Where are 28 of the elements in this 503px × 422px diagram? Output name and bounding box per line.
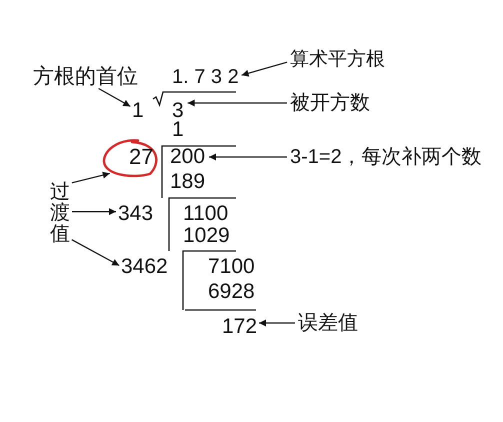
dividend-number: 1100 <box>183 203 228 224</box>
divisor-number: 343 <box>118 203 154 224</box>
arrow <box>72 239 120 266</box>
radicand-number: 3 <box>172 100 184 121</box>
number-label: 27 <box>129 146 154 168</box>
annotation-label: 算术平方根 <box>290 50 385 69</box>
annotation-label: 误差值 <box>298 313 358 333</box>
subtrahend-number: 1 <box>172 119 184 140</box>
remainder-number: 172 <box>222 316 258 337</box>
annotation-label: 3-1=2，每次补两个数 <box>290 147 482 167</box>
arrow <box>188 100 287 106</box>
subtrahend-number: 6928 <box>208 281 255 302</box>
subtrahend-number: 189 <box>170 171 206 192</box>
dividend-number: 200 <box>170 146 206 167</box>
arrow <box>259 320 295 326</box>
annotation-label: 过渡值 <box>50 182 70 245</box>
digit-label: 1 <box>132 100 144 121</box>
divisor-number: 3462 <box>121 256 168 277</box>
arrow <box>209 154 287 160</box>
result-number: 1. 7 3 2 <box>172 67 239 87</box>
arrow <box>241 62 288 77</box>
arrow <box>72 208 116 216</box>
annotation-label: 被开方数 <box>290 93 370 113</box>
subtrahend-number: 1029 <box>183 225 230 246</box>
annotation-label: 方根的首位 <box>33 66 138 87</box>
arrow <box>72 172 110 184</box>
dividend-number: 7100 <box>208 256 255 277</box>
arrow <box>98 88 131 107</box>
